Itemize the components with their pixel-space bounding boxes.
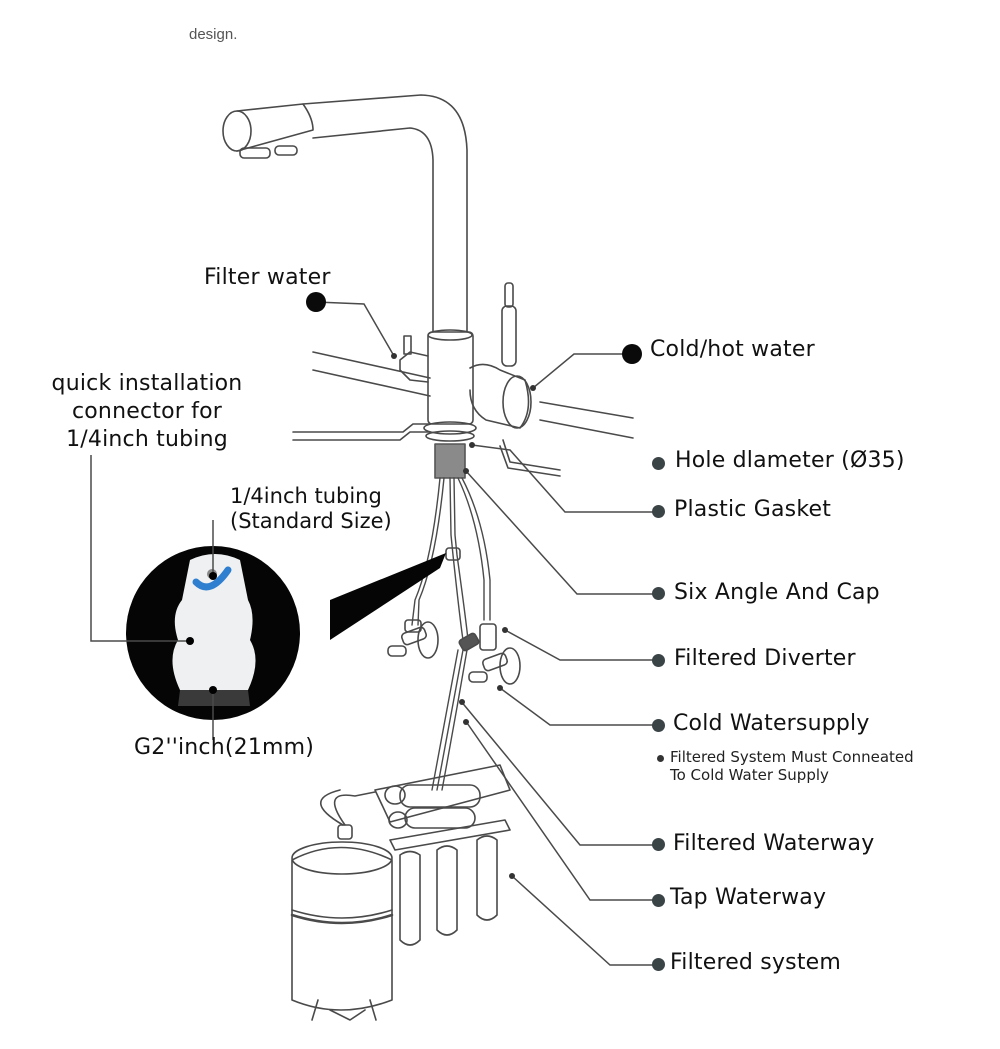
ro-filter-system [290,764,511,1021]
faucet-spout [222,94,468,333]
label-cold-hot-water: Cold/hot water [650,337,815,362]
callout-dot-filtered-diverter [652,654,665,667]
label-tap-waterway: Tap Waterway [670,885,827,910]
connector-blue-collet [192,566,232,591]
callout-dot-hole-diameter [652,457,665,470]
label-cold-watersupply: Cold Watersupply [673,711,870,736]
label-tubing: 1/4inch tubing (Standard Size) [230,484,392,534]
faucet-body [399,282,532,442]
callout-dot-filter-water [306,292,326,312]
label-thread-size: G2''inch(21mm) [134,735,315,760]
quick-connector-line-2: connector for [71,399,223,424]
countertop-lines [292,351,634,477]
quick-connector-line-1: quick installation [51,371,243,396]
tubing-line-2: (Standard Size) [230,509,392,533]
label-filtered-system: Filtered system [670,950,842,975]
threaded-shank [434,443,466,479]
label-filter-water: Filter water [204,265,331,290]
leader-lines [90,301,655,966]
label-filtered-waterway: Filtered Waterway [673,831,875,856]
callout-dot-filtered-waterway [652,838,665,851]
leader-anchor-dots [186,353,536,879]
callout-dot-tap-waterway [652,894,665,907]
cold-supply-note-line-2: To Cold Water Supply [670,766,829,784]
callout-dot-cold-hot-water [622,344,642,364]
callout-dot-six-angle-cap [652,587,665,600]
callout-dot-plastic-gasket [652,505,665,518]
tubing-connector-small [445,547,461,561]
label-quick-connector: quick installation connector for 1/4inch… [22,370,272,454]
label-six-angle-cap: Six Angle And Cap [674,580,880,605]
header-note: design. [189,26,238,43]
label-hole-diameter: Hole dlameter (Ø35) [675,448,905,473]
callout-dot-cold-watersupply [652,719,665,732]
callout-dot-filtered-system [652,958,665,971]
label-plastic-gasket: Plastic Gasket [674,497,832,522]
connector-inset [126,546,446,720]
quick-connector-line-3: 1/4inch tubing [66,427,228,452]
angle-valve-left [387,619,439,659]
cold-supply-note: Filtered System Must Conneated To Cold W… [670,748,914,784]
bullet-dot-cold-supply-note [657,755,664,762]
label-filtered-diverter: Filtered Diverter [674,646,856,671]
tubing-line-1: 1/4inch tubing [230,484,382,508]
cold-supply-note-line-1: Filtered System Must Conneated [670,748,914,766]
supply-hoses [411,477,491,791]
angle-valve-right [458,623,521,685]
